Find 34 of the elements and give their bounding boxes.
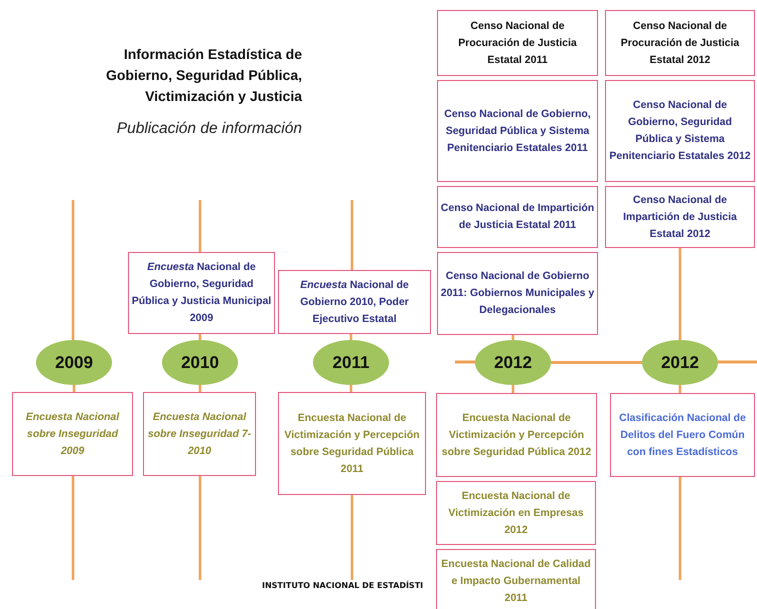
survey-box: Censo Nacional de Procuración de Justicia Estatal 2012: [605, 10, 755, 76]
connector-line: [551, 361, 642, 364]
survey-box: Censo Nacional de Impartición de Justicia Estatal 2011: [437, 186, 598, 248]
survey-box: Encuesta Nacional sobre Inseguridad 2009: [12, 392, 133, 476]
survey-box: Censo Nacional de Impartición de Justicia Estatal 2012: [605, 186, 755, 248]
survey-box: Encuesta Nacional de Victimización en Empresas 2012: [436, 481, 596, 545]
connector-line: [350, 385, 352, 392]
diagram-title: Información Estadística de Gobierno, Seguridad Pública, Victimización y Justicia: [104, 45, 302, 106]
connector-line: [678, 385, 682, 393]
connector-line: [198, 334, 202, 340]
subtitle: Publicación de información: [116, 119, 302, 139]
year-ellipse: 2009: [36, 340, 112, 385]
survey-box: Encuesta Nacional de Calidad e Impacto Gubernamental 2011: [436, 549, 596, 609]
year-ellipse: 2012: [475, 340, 551, 385]
survey-box: Censo Nacional de Gobierno, Seguridad Pública y Sistema Penitenciario Estatales 2011: [437, 80, 598, 182]
year-ellipse: 2012: [642, 340, 718, 385]
connector-line: [512, 335, 514, 340]
connector-line: [350, 334, 352, 340]
survey-box: Encuesta Nacional de Gobierno, Seguridad Pública y Justicia Municipal 2009: [128, 252, 275, 334]
connector-line: [512, 385, 514, 393]
year-ellipse: 2011: [313, 340, 389, 385]
connector-line: [72, 385, 76, 392]
survey-box: Censo Nacional de Gobierno 2011: Gobiernos Municipales y Delegacionales: [437, 252, 598, 335]
survey-box: Encuesta Nacional sobre Inseguridad 7-2010: [143, 392, 256, 476]
survey-box: Encuesta Nacional de Victimización y Percepción sobre Seguridad Pública 2011: [278, 392, 426, 495]
connector-line: [678, 248, 682, 340]
year-ellipse: 2010: [162, 340, 238, 385]
survey-box: Clasificación Nacional de Delitos del Fuero Común con fines Estadísticos: [610, 393, 755, 477]
footer-text: INSTITUTO NACIONAL DE ESTADÍSTI: [262, 581, 424, 591]
survey-box: Censo Nacional de Procuración de Justicia Estatal 2011: [437, 10, 598, 76]
survey-box: Censo Nacional de Gobierno, Seguridad Pública y Sistema Penitenciario Estatales 2012: [605, 80, 755, 182]
survey-box: Encuesta Nacional de Victimización y Percepción sobre Seguridad Pública 2012: [436, 393, 597, 477]
survey-box: Encuesta Nacional de Gobierno 2010, Poder Ejecutivo Estatal: [278, 270, 431, 334]
connector-line: [198, 385, 202, 392]
